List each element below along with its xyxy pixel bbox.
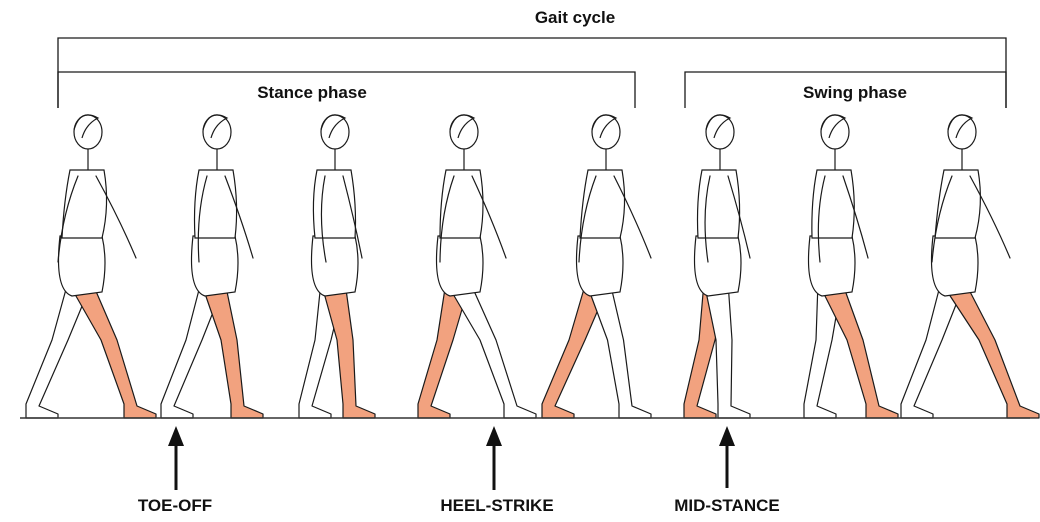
front-leg [321,282,375,418]
shorts [312,236,359,296]
toe-off-label: TOE-OFF [138,496,212,516]
heel-strike-arrow [486,426,502,490]
shorts [932,236,979,296]
gait-cycle-title: Gait cycle [535,8,615,28]
stance-phase-label: Stance phase [257,83,367,103]
toe-off-arrow [168,426,184,490]
walking-figure [901,115,1039,418]
walking-figure [684,115,750,418]
front-leg [68,282,156,418]
shorts [577,236,624,296]
front-leg [941,282,1039,418]
front-leg [446,282,536,418]
shorts [695,236,742,296]
torso [698,170,740,238]
walking-figure [804,115,898,418]
shorts [59,236,106,296]
shorts [809,236,856,296]
walking-figures [26,115,1039,418]
front-leg [586,282,651,418]
walking-figure [161,115,263,418]
front-leg [201,282,263,418]
walking-figure [299,115,375,418]
walking-figure [26,115,156,418]
swing-phase-label: Swing phase [803,83,907,103]
walking-figure [542,115,651,418]
mid-stance-label: MID-STANCE [674,496,779,516]
walking-figure [418,115,536,418]
shorts [437,236,484,296]
heel-strike-label: HEEL-STRIKE [440,496,553,516]
mid-stance-arrow [719,426,735,488]
torso [313,170,355,238]
